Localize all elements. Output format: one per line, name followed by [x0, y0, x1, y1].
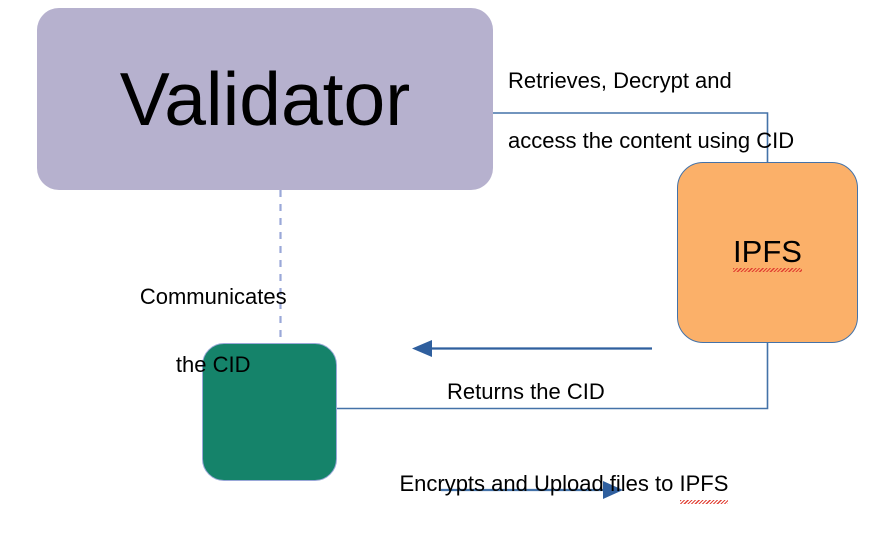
edge-label-encrypts-prefix: Encrypts and Upload files to: [399, 471, 680, 496]
arrow-returns-cid: [412, 340, 652, 357]
edge-label-communicates-line1: Communicates: [139, 284, 287, 309]
node-storage[interactable]: [202, 343, 337, 481]
node-ipfs-label: IPFS: [733, 234, 802, 272]
edge-label-retrieve-line2: access the content using CID: [508, 128, 795, 153]
edge-label-communicates: Communicates the CID: [113, 246, 289, 416]
node-validator[interactable]: Validator: [37, 8, 493, 190]
node-ipfs[interactable]: IPFS: [677, 162, 858, 343]
edge-label-communicates-line2: the CID: [175, 352, 251, 377]
edge-label-retrieve-line1: Retrieves, Decrypt and: [508, 68, 732, 93]
edge-label-encrypts-term: IPFS: [679, 467, 728, 504]
edge-label-encrypts-upload: Encrypts and Upload files to IPFS: [375, 433, 795, 535]
node-validator-label: Validator: [119, 56, 411, 141]
edge-label-returns-cid: Returns the CID: [447, 379, 605, 404]
